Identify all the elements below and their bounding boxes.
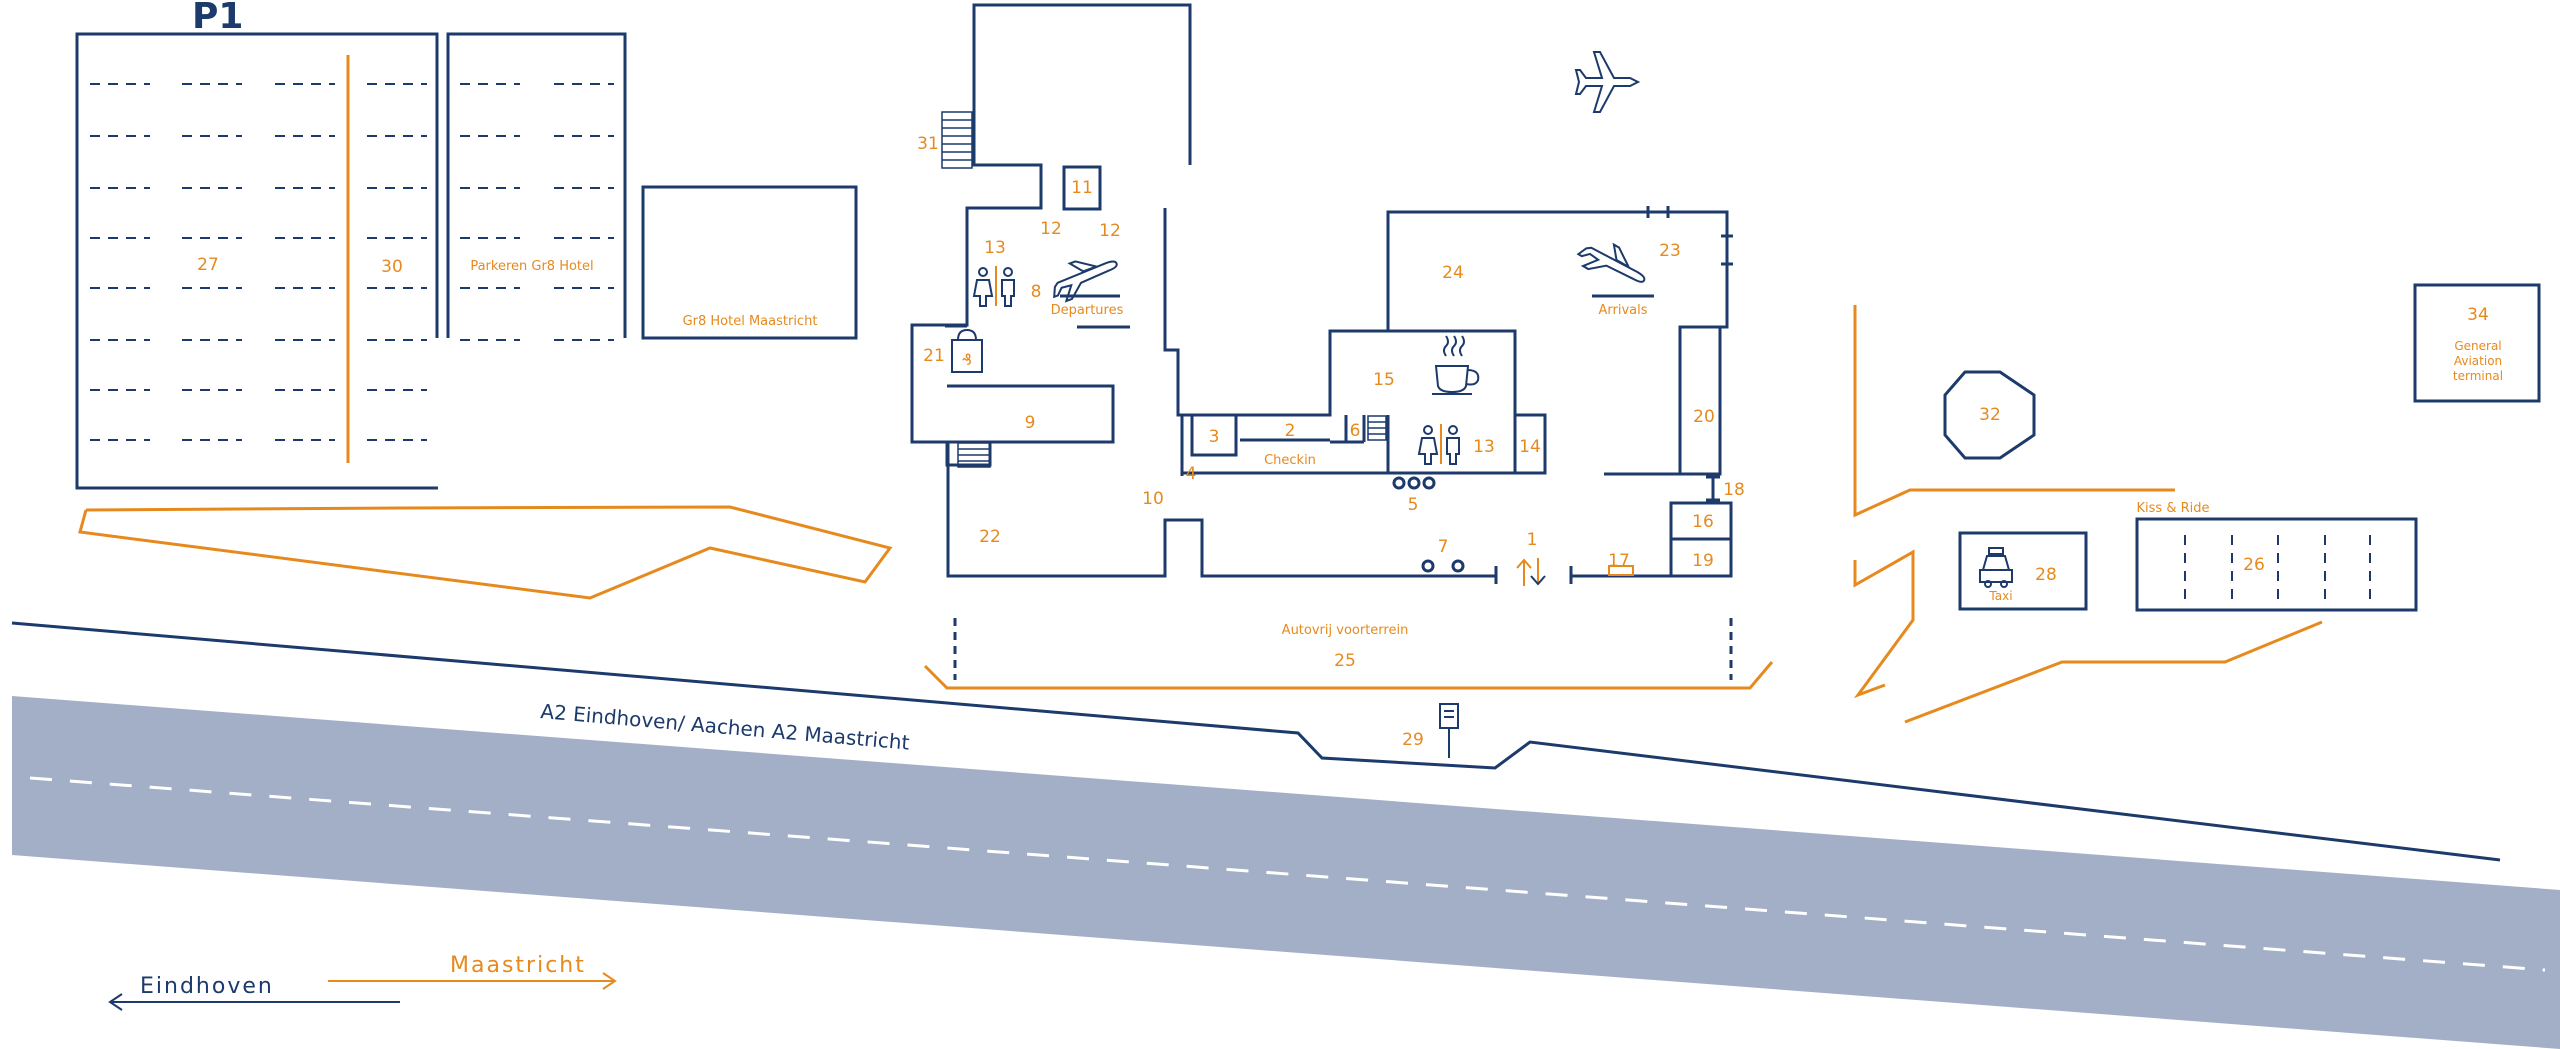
label-32: 32 [1979, 405, 2001, 425]
label-25: 25 [1334, 651, 1356, 671]
svg-text:₰: ₰ [962, 350, 972, 369]
forecourt-boundary [923, 661, 1774, 690]
label-20: 20 [1693, 407, 1715, 427]
label-10: 10 [1142, 489, 1164, 509]
label-4: 4 [1186, 464, 1197, 484]
direction-eindhoven: Eindhoven [108, 974, 400, 1011]
label-26: 26 [2243, 555, 2265, 575]
label-5: 5 [1408, 495, 1419, 515]
label-16: 16 [1692, 512, 1714, 532]
access-path-right [1904, 620, 2323, 724]
parking-p1-title: P1 [192, 0, 243, 37]
label-13a: 13 [984, 238, 1006, 258]
label-12b: 12 [1099, 221, 1121, 241]
kiss-ride-label: Kiss & Ride [2137, 501, 2210, 516]
departures-plane-icon [1053, 260, 1118, 303]
label-28: 28 [2035, 565, 2057, 585]
label-21: 21 [923, 346, 945, 366]
parking-hotel-label: Parkeren Gr8 Hotel [470, 259, 593, 274]
departures-label: Departures [1051, 303, 1124, 318]
label-8: 8 [1031, 282, 1042, 302]
label-13b: 13 [1473, 437, 1495, 457]
ga-label-line1: General [2454, 339, 2501, 353]
label-19: 19 [1692, 551, 1714, 571]
ga-label-line3: terminal [2453, 369, 2503, 383]
general-aviation-terminal [2413, 283, 2541, 403]
label-1: 1 [1527, 530, 1538, 550]
direction-eindhoven-label: Eindhoven [140, 974, 274, 999]
highway-lane-divider [29, 776, 2546, 972]
label-24: 24 [1442, 263, 1464, 283]
shopping-bag-icon: ₰ [951, 328, 983, 373]
access-path-right [1853, 305, 2175, 518]
label-15: 15 [1373, 370, 1395, 390]
toilet-icon [972, 266, 1015, 307]
label-34: 34 [2467, 305, 2489, 325]
label-3: 3 [1209, 427, 1220, 447]
terminal-building [910, 3, 1733, 584]
ga-label-line2: Aviation [2454, 354, 2502, 368]
label-31: 31 [917, 134, 939, 154]
label-6: 6 [1350, 421, 1361, 441]
label-30: 30 [381, 257, 403, 277]
forecourt-label: Autovrij voorterrein [1282, 623, 1409, 638]
label-23: 23 [1659, 241, 1681, 261]
escalator-icon [1367, 415, 1387, 441]
access-path-right [1853, 549, 1915, 699]
label-22: 22 [979, 527, 1001, 547]
taxi-icon [1979, 547, 2013, 588]
label-29: 29 [1402, 730, 1424, 750]
toilet-icon [1417, 424, 1460, 465]
taxi-label: Taxi [1988, 589, 2012, 603]
access-path-left [78, 505, 893, 600]
escalator-icon [957, 442, 991, 468]
airplane-icon [1574, 51, 1641, 113]
label-9: 9 [1025, 413, 1036, 433]
kiss-ride-bays [2184, 535, 2371, 600]
label-12a: 12 [1040, 219, 1062, 239]
label-14: 14 [1519, 437, 1541, 457]
hotel-label: Gr8 Hotel Maastricht [683, 314, 818, 329]
elevator-arrows-icon [1516, 558, 1546, 586]
arrivals-label: Arrivals [1598, 303, 1647, 318]
escalator-icon [941, 111, 973, 169]
checkin-label: Checkin [1264, 453, 1316, 468]
gr8-hotel-building [641, 185, 858, 340]
label-11: 11 [1071, 178, 1093, 198]
bus-stop-icon [1439, 703, 1459, 758]
coffee-cup-icon [1432, 335, 1480, 395]
direction-maastricht-label: Maastricht [450, 953, 586, 978]
label-7: 7 [1438, 537, 1449, 557]
label-2: 2 [1285, 421, 1296, 441]
highway-edge-line [11, 621, 2501, 862]
kiss-ride-area [2135, 517, 2418, 612]
parking-p1: P1 27 30 Parkeren Gr8 Hotel [75, 0, 627, 490]
taxi-stand [1958, 531, 2088, 611]
direction-maastricht: Maastricht [328, 953, 617, 990]
label-17: 17 [1608, 551, 1630, 571]
label-27: 27 [197, 255, 219, 275]
building-32 [1943, 370, 2036, 460]
label-18: 18 [1723, 480, 1745, 500]
arrivals-plane-icon [1576, 242, 1646, 283]
